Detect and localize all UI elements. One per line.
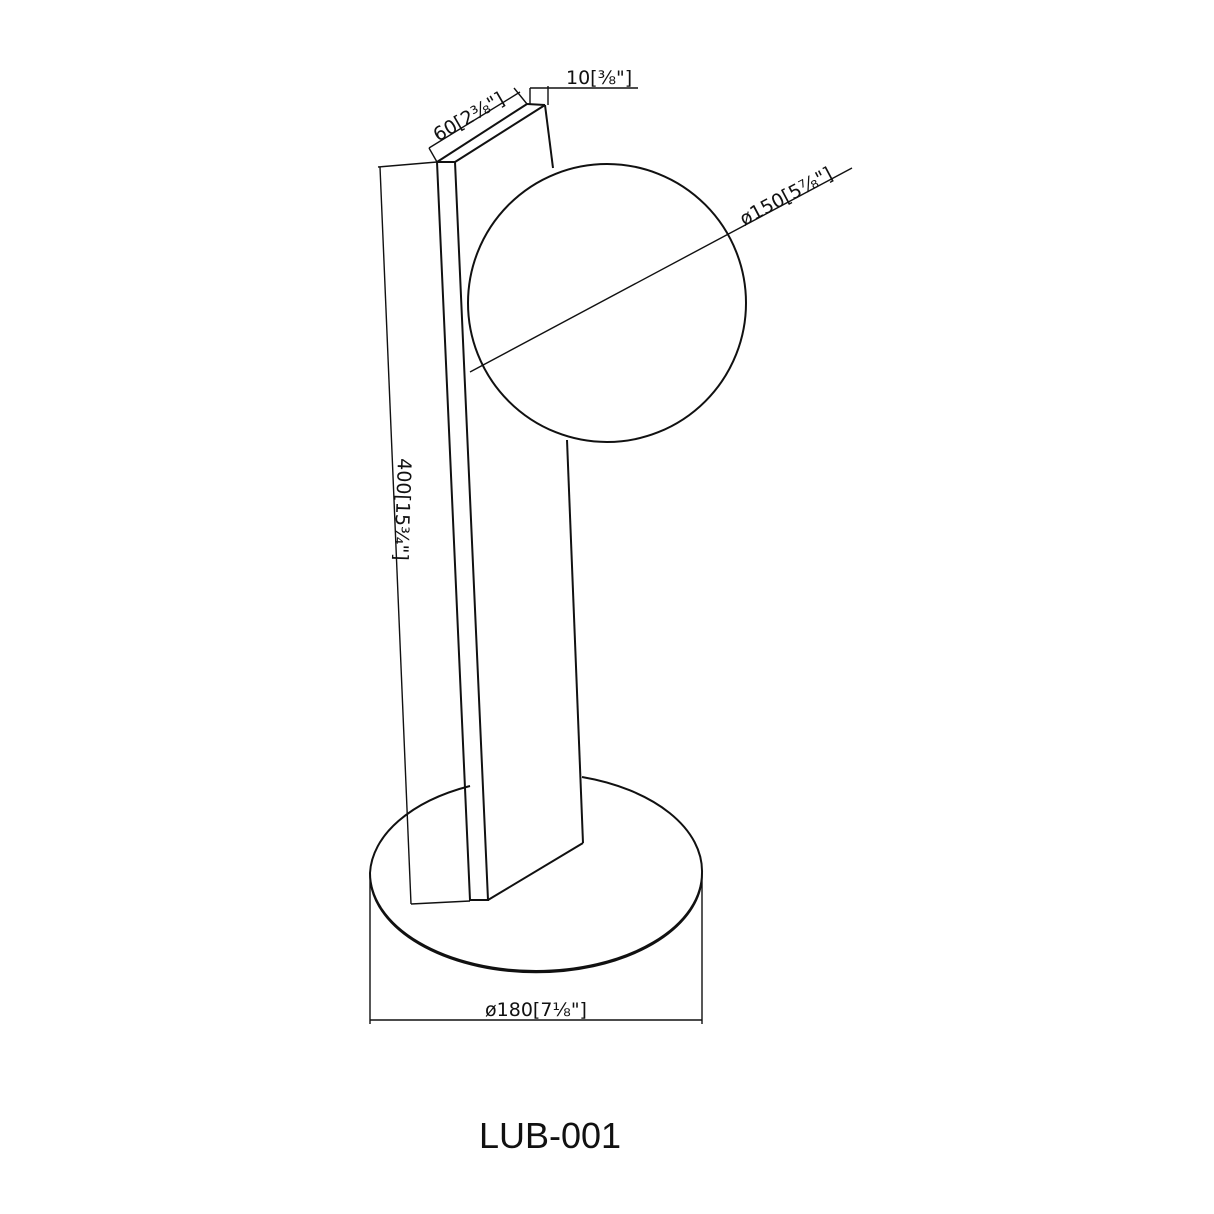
model-number: LUB-001	[478, 1115, 622, 1156]
globe-diameter-dimension: ø150[5⅞"]	[469, 163, 853, 373]
globe	[467, 163, 747, 443]
thickness-dimension: 10[⅜"]	[529, 67, 638, 105]
base-diameter-label: ø180[7⅛"]	[485, 999, 587, 1021]
height-dimension: 400[15¾"]	[377, 161, 471, 905]
base-disc	[369, 776, 704, 974]
globe-diameter-label: ø150[5⅞"]	[736, 163, 836, 230]
height-label: 400[15¾"]	[389, 458, 415, 561]
thickness-label: 10[⅜"]	[566, 67, 632, 89]
depth-label: 60[2⅜"]	[430, 88, 509, 146]
column-body	[435, 103, 584, 901]
base-diameter-dimension: ø180[7⅛"]	[369, 873, 703, 1024]
